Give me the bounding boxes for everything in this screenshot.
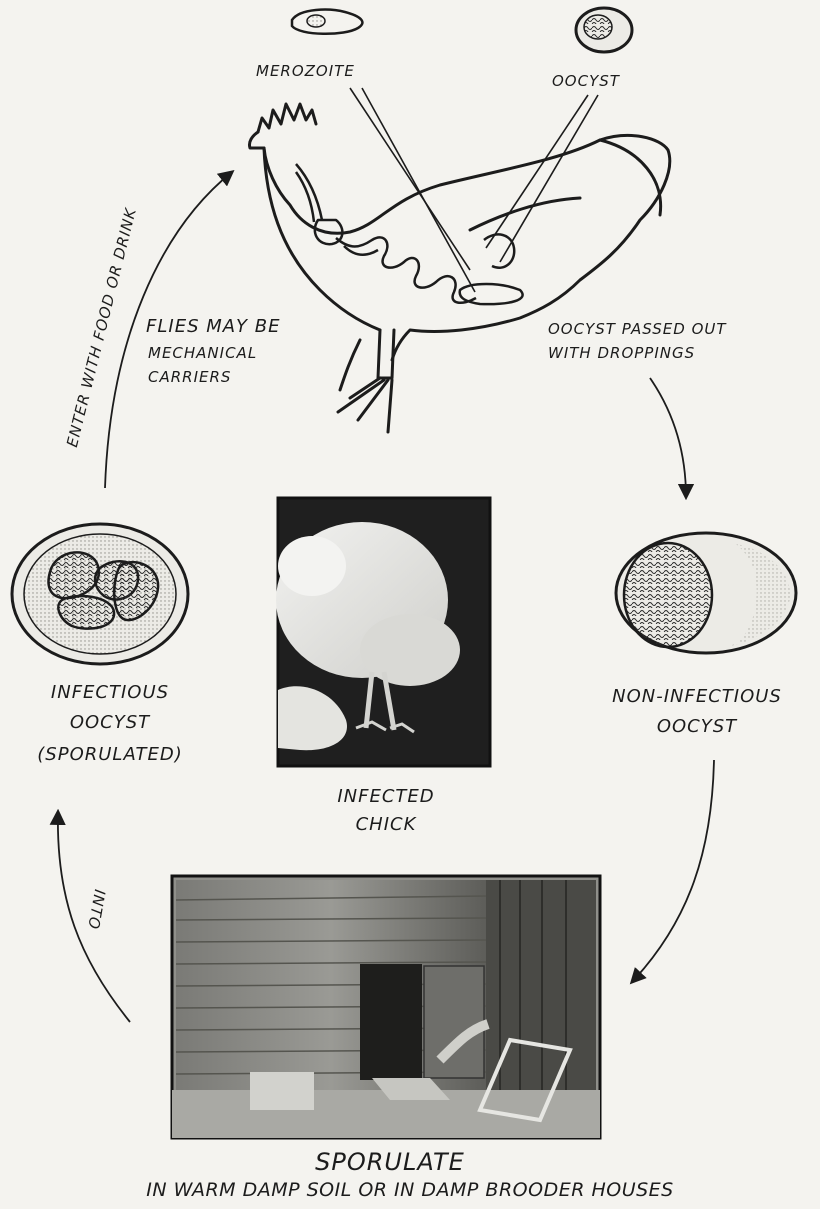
- pointer-lines: [350, 88, 598, 292]
- merozoite-icon: [292, 10, 362, 34]
- infected-chick-label-line-1: INFECTED: [280, 786, 492, 808]
- non-infectious-oocyst-figure: [616, 533, 796, 653]
- oocyst-top-label: OOCYST: [552, 72, 620, 91]
- hen-illustration: [249, 104, 669, 432]
- infected-chick-label-line-2: CHICK: [280, 814, 492, 836]
- infectious-oocyst-figure: [12, 524, 188, 664]
- infectious-label-line-2: OOCYST: [10, 712, 210, 734]
- flies-label-line-2: MECHANICAL: [148, 344, 257, 363]
- brooder-house-photo: [172, 876, 600, 1138]
- merozoite-label: MEROZOITE: [256, 62, 355, 81]
- oocyst-small-icon: [576, 8, 632, 52]
- flies-label-line-1: FLIES MAY BE: [146, 316, 281, 338]
- infectious-label-line-3: (SPORULATED): [4, 744, 216, 766]
- oocyst-passed-label-line-2: WITH DROPPINGS: [548, 344, 695, 363]
- non-infectious-label-line-1: NON-INFECTIOUS: [586, 686, 808, 708]
- non-infectious-label-line-2: OOCYST: [586, 716, 808, 738]
- sporulate-title: SPORULATE: [200, 1148, 580, 1176]
- infectious-label-line-1: INFECTIOUS: [10, 682, 210, 704]
- oocyst-passed-label-line-1: OOCYST PASSED OUT: [548, 320, 727, 339]
- flies-label-line-3: CARRIERS: [148, 368, 231, 387]
- sporulate-condition-line: IN WARM DAMP SOIL OR IN DAMP BROODER HOU…: [10, 1178, 810, 1202]
- infected-chick-photo: [276, 498, 490, 766]
